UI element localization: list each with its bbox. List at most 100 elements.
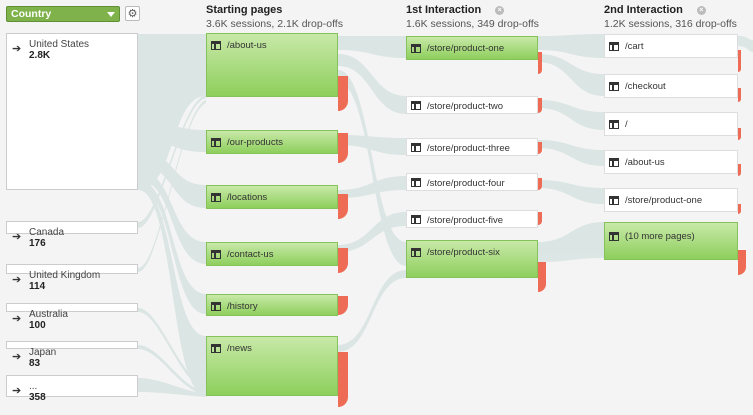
country-node-japan[interactable]: ➔ Japan 83: [6, 341, 138, 369]
country-name: ...: [29, 381, 38, 392]
drop-off-bar: [538, 142, 542, 154]
country-node-canada[interactable]: ➔ Canada 176: [6, 221, 138, 249]
page-icon: [609, 42, 619, 51]
page-label: /cart: [625, 41, 644, 52]
header-first-interaction: 1st Interaction× 1.6K sessions, 349 drop…: [406, 4, 539, 30]
drop-off-bar: [338, 194, 348, 219]
page-label: /about-us: [625, 157, 665, 168]
arrow-right-icon: ➔: [12, 351, 22, 363]
country-node-united-states[interactable]: ➔ United States 2.8K: [6, 33, 138, 190]
page-node[interactable]: /locations: [206, 185, 338, 209]
page-label: /store/product-five: [427, 215, 504, 226]
drop-off-bar: [738, 50, 741, 72]
page-node[interactable]: /contact-us: [206, 242, 338, 266]
country-node-united-kingdom[interactable]: ➔ United Kingdom 114: [6, 264, 138, 292]
column-summary: 1.2K sessions, 316 drop-offs: [604, 18, 737, 30]
column-summary: 1.6K sessions, 349 drop-offs: [406, 18, 539, 30]
page-label: /store/product-six: [427, 247, 500, 258]
chevron-down-icon: [107, 12, 115, 17]
drop-off-bar: [738, 88, 741, 102]
page-label: /our-products: [227, 137, 283, 148]
page-node[interactable]: (10 more pages): [604, 222, 738, 260]
page-icon: [609, 82, 619, 91]
page-icon: [411, 178, 421, 187]
arrow-right-icon: ➔: [12, 231, 22, 243]
page-icon: [411, 101, 421, 110]
page-label: /: [625, 119, 628, 130]
page-label: /store/product-one: [625, 195, 703, 206]
arrow-right-icon: ➔: [12, 385, 22, 397]
close-icon[interactable]: ×: [495, 5, 505, 15]
country-name: United Kingdom: [29, 270, 101, 281]
page-node[interactable]: /: [604, 112, 738, 136]
page-icon: [411, 143, 421, 152]
drop-off-bar: [338, 76, 348, 111]
page-node[interactable]: /about-us: [604, 150, 738, 174]
column-summary: 3.6K sessions, 2.1K drop-offs: [206, 18, 343, 30]
page-label: /about-us: [227, 40, 267, 51]
page-icon: [609, 196, 619, 205]
country-value: 2.8K: [29, 50, 51, 61]
country-node-australia[interactable]: ➔ Australia 100: [6, 303, 138, 331]
arrow-right-icon: ➔: [12, 313, 22, 325]
country-name: Japan: [29, 347, 57, 358]
page-label: /store/product-three: [427, 143, 510, 154]
country-value: 114: [29, 281, 46, 292]
page-node[interactable]: /store/product-six: [406, 240, 538, 278]
page-icon: [211, 193, 221, 202]
drop-off-bar: [538, 178, 542, 190]
page-node[interactable]: /store/product-two: [406, 96, 538, 114]
column-title: 2nd Interaction: [604, 4, 683, 16]
page-node[interactable]: /cart: [604, 34, 738, 58]
page-icon: [411, 248, 421, 257]
page-label: /history: [227, 301, 258, 312]
gear-icon[interactable]: ⚙: [125, 6, 140, 21]
country-name: Canada: [29, 227, 65, 238]
country-value: 100: [29, 320, 46, 331]
page-icon: [609, 120, 619, 129]
page-node[interactable]: /our-products: [206, 130, 338, 154]
drop-off-bar: [538, 98, 542, 113]
page-node[interactable]: /store/product-three: [406, 138, 538, 156]
header-starting-pages: Starting pages 3.6K sessions, 2.1K drop-…: [206, 4, 343, 30]
page-node[interactable]: /store/product-one: [406, 36, 538, 60]
arrow-right-icon: ➔: [12, 43, 22, 55]
drop-off-bar: [338, 296, 348, 315]
page-label: /store/product-four: [427, 178, 505, 189]
drop-off-bar: [538, 262, 546, 292]
drop-off-bar: [538, 52, 542, 74]
page-node[interactable]: /about-us: [206, 33, 338, 97]
page-node[interactable]: /history: [206, 294, 338, 316]
page-icon: [411, 44, 421, 53]
country-name: United States: [29, 39, 90, 50]
page-node[interactable]: /checkout: [604, 74, 738, 98]
page-icon: [211, 138, 221, 147]
drop-off-bar: [338, 352, 348, 407]
drop-off-bar: [738, 128, 741, 140]
drop-off-bar: [338, 248, 348, 273]
dimension-dropdown[interactable]: Country: [6, 6, 120, 22]
close-icon[interactable]: ×: [696, 5, 706, 15]
page-label: /checkout: [625, 81, 666, 92]
page-icon: [211, 302, 221, 311]
dimension-label: Country: [11, 8, 52, 20]
page-label: /store/product-one: [427, 43, 505, 54]
drop-off-bar: [338, 133, 348, 163]
page-label: (10 more pages): [625, 231, 695, 242]
page-node[interactable]: /store/product-four: [406, 173, 538, 191]
page-label: /news: [227, 343, 252, 354]
page-node[interactable]: /store/product-one: [604, 188, 738, 212]
page-label: /contact-us: [227, 249, 274, 260]
arrow-right-icon: ➔: [12, 274, 22, 286]
page-label: /store/product-two: [427, 101, 504, 112]
country-value: 83: [29, 358, 41, 369]
page-node[interactable]: /news: [206, 336, 338, 396]
page-node[interactable]: /store/product-five: [406, 210, 538, 228]
country-value: 176: [29, 238, 46, 249]
page-icon: [211, 344, 221, 353]
page-icon: [211, 41, 221, 50]
country-node-other[interactable]: ➔ ... 358: [6, 375, 138, 403]
page-label: /locations: [227, 192, 268, 203]
page-icon: [609, 158, 619, 167]
